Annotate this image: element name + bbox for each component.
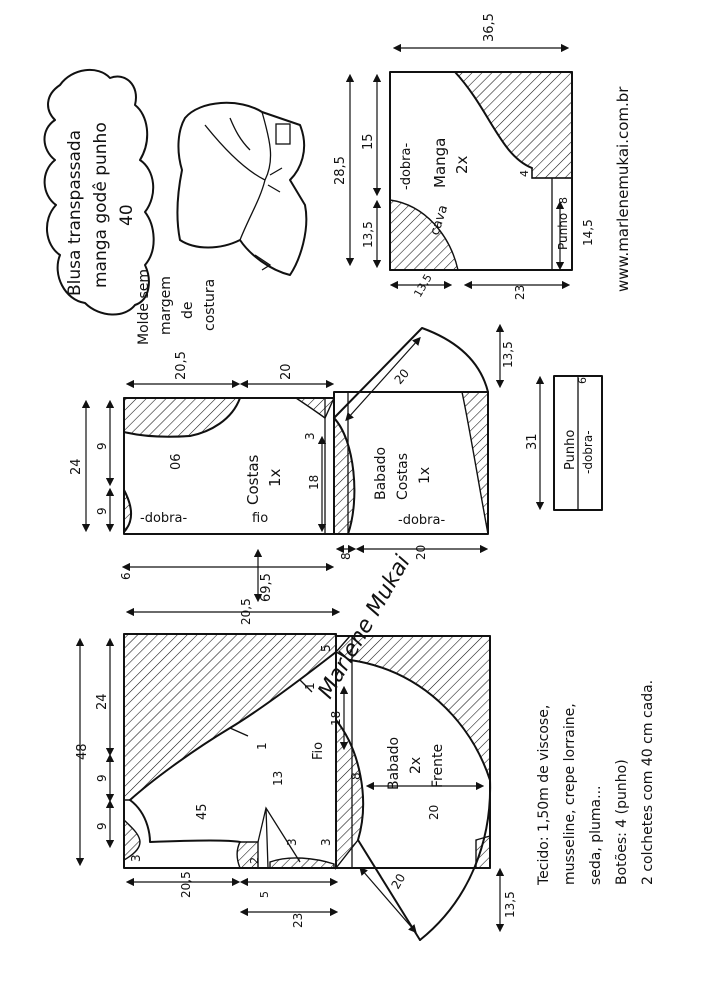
front-dim-48: 48 bbox=[75, 743, 90, 760]
blouse-sketch-icon bbox=[176, 101, 308, 276]
back-grain: fio bbox=[252, 511, 268, 526]
mold-note-line1: Molde sem bbox=[136, 269, 152, 345]
sleeve-dim-15: 15 bbox=[361, 133, 376, 150]
front-ruffle-dim-20b: 20 bbox=[388, 871, 408, 891]
sleeve-fold: -dobra- bbox=[399, 143, 414, 190]
sleeve-dim-135: 13,5 bbox=[361, 221, 375, 248]
front-dim-3c: 3 bbox=[319, 838, 333, 846]
front-ruffle-dim-8: 8 bbox=[349, 772, 363, 780]
back-dim-3: 3 bbox=[303, 432, 317, 440]
front-dim-9b: 9 bbox=[95, 822, 109, 830]
back-dim-9a: 9 bbox=[95, 442, 109, 450]
front-dim-23: 23 bbox=[291, 913, 305, 928]
fabric-line2: musseline, crepe lorraine, bbox=[562, 703, 578, 885]
back-ruffle-piece: Babado Costas 1x -dobra- 20 13,5 18 8 20 bbox=[307, 323, 515, 560]
back-ruffle-fold: -dobra- bbox=[398, 513, 445, 528]
back-ruffle-dim-20: 20 bbox=[392, 366, 413, 387]
back-name: Costas bbox=[244, 454, 262, 505]
mold-note-line3: de bbox=[180, 302, 196, 320]
mold-note: Molde sem margem de costura bbox=[136, 269, 218, 345]
back-ruffle-qty: 1x bbox=[417, 467, 433, 484]
sleeve-dim-width: 36,5 bbox=[482, 13, 497, 42]
front-grain: Fio bbox=[311, 742, 326, 760]
sleeve-piece: Manga 2x -dobra- cava Punho 36,5 15 28,5… bbox=[333, 13, 595, 300]
title-size: 40 bbox=[117, 204, 137, 226]
sleeve-dim-cava: 13,5 bbox=[411, 272, 435, 300]
sleeve-dim-8: 8 bbox=[557, 197, 570, 204]
front-dim-415: 20,5 bbox=[239, 598, 253, 625]
back-qty: 1x bbox=[266, 468, 284, 487]
sleeve-cuff: Punho bbox=[556, 213, 570, 250]
signature-text: Marlene Mukai bbox=[314, 551, 416, 703]
front-dim-13: 13 bbox=[271, 771, 285, 786]
title-line1: Blusa transpassada bbox=[65, 130, 85, 296]
front-piece: Fio 45 48 24 9 9 3 20,5 5 23 20,5 1 13 3… bbox=[75, 598, 341, 928]
fabric-line3: seda, pluma... bbox=[588, 786, 604, 886]
front-dim-24: 24 bbox=[95, 693, 110, 710]
back-ruffle-dim-135: 13,5 bbox=[501, 341, 515, 368]
sleeve-dim-285: 28,5 bbox=[333, 156, 348, 185]
mold-note-line4: costura bbox=[202, 279, 218, 331]
front-dim-5b: 5 bbox=[319, 644, 333, 652]
front-dim-1b: 1 bbox=[303, 682, 317, 690]
cuff-piece: Punho -dobra- 6 31 bbox=[525, 375, 603, 511]
back-ruffle-dim-18: 18 bbox=[307, 475, 321, 490]
fabric-line5: 2 colchetes com 40 cm cada. bbox=[640, 680, 656, 885]
website-text: www.marlenemukai.com.br bbox=[614, 86, 632, 292]
back-ruffle-dim-20b: 20 bbox=[414, 545, 428, 560]
cuff-fold: -dobra- bbox=[581, 430, 595, 474]
fabric-line1: Tecido: 1,50m de viscose, bbox=[536, 705, 552, 886]
back-dim-205: 20,5 bbox=[174, 351, 189, 380]
sleeve-dim-23: 23 bbox=[513, 285, 527, 300]
title-line2: manga godê punho bbox=[91, 122, 111, 288]
sleeve-dim-4: 4 bbox=[518, 170, 531, 177]
dim-695: 69,5 bbox=[259, 573, 274, 602]
cuff-dim-31: 31 bbox=[525, 433, 540, 450]
back-fold: -dobra- bbox=[140, 511, 187, 526]
back-piece: Costas 1x -dobra- fio 06 20,5 20 24 9 9 … bbox=[69, 351, 336, 580]
back-dim-24: 24 bbox=[69, 458, 84, 475]
front-dim-3a: 3 bbox=[129, 854, 143, 862]
back-dim-9b: 9 bbox=[95, 507, 109, 515]
front-ruffle-dim-18: 18 bbox=[329, 711, 343, 726]
front-ruffle-dim-20: 20 bbox=[427, 805, 441, 820]
cuff-name: Punho bbox=[563, 430, 578, 470]
front-dim-9a: 9 bbox=[95, 774, 109, 782]
front-neck: 45 bbox=[195, 803, 210, 820]
back-ruffle-name: Babado bbox=[373, 447, 389, 500]
mold-note-line2: margem bbox=[158, 276, 174, 335]
back-ruffle-sub: Costas bbox=[395, 453, 411, 500]
back-dim-20: 20 bbox=[279, 363, 294, 380]
front-dim-3b: 3 bbox=[285, 838, 299, 846]
front-ruffle-qty: 2x bbox=[408, 757, 424, 774]
front-ruffle-sub: Frente bbox=[430, 744, 446, 788]
sleeve-dim-145: 14,5 bbox=[581, 219, 595, 246]
cuff-dim-6: 6 bbox=[576, 377, 589, 384]
front-ruffle-dim-135: 13,5 bbox=[503, 891, 517, 918]
front-dim-5: 5 bbox=[258, 891, 271, 898]
fabric-notes: Tecido: 1,50m de viscose, musseline, cre… bbox=[536, 680, 656, 886]
front-dim-1a: 1 bbox=[255, 742, 269, 750]
back-neck: 06 bbox=[169, 453, 184, 470]
front-ruffle-name: Babado bbox=[386, 737, 402, 790]
sleeve-qty: 2x bbox=[453, 155, 471, 174]
front-ruffle-piece: Babado 2x Frente 18 8 20 20 13,5 bbox=[329, 635, 517, 941]
sleeve-armhole: cava bbox=[428, 203, 452, 237]
back-dim-6: 6 bbox=[119, 572, 133, 580]
fabric-line4: Botões: 4 (punho) bbox=[614, 759, 630, 885]
back-ruffle-dim-8: 8 bbox=[339, 552, 353, 560]
front-dim-205: 20,5 bbox=[179, 871, 193, 898]
front-dim-2: 2 bbox=[248, 857, 261, 864]
title-cloud: Blusa transpassada manga godê punho 40 bbox=[43, 68, 155, 316]
sleeve-name: Manga bbox=[431, 138, 449, 188]
